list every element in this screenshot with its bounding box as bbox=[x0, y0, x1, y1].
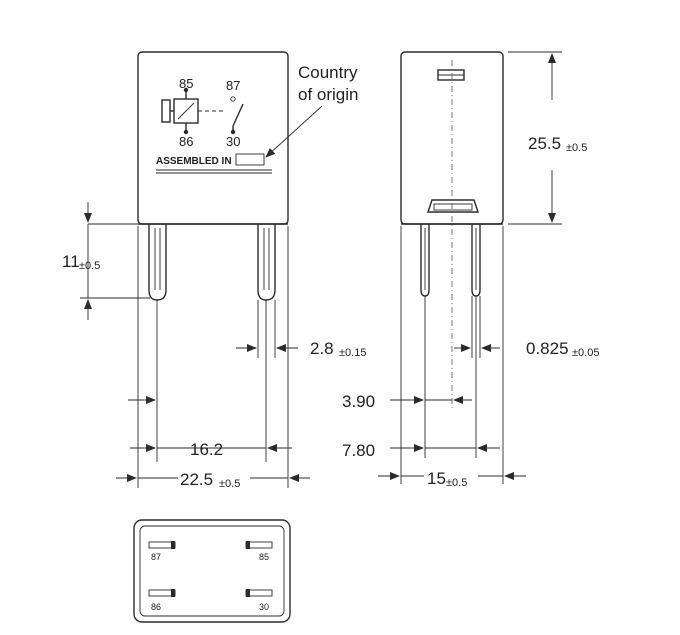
country-box bbox=[235, 153, 265, 166]
bottom-pin-85-label: 85 bbox=[259, 552, 269, 562]
country-leader bbox=[265, 105, 323, 158]
terminal-85-label: 85 bbox=[179, 76, 193, 91]
dim-height: 25.5 ±0.5 bbox=[508, 51, 587, 225]
dim-body-width-value: 22.5 bbox=[180, 470, 213, 489]
dim-depth-value: 15 bbox=[427, 469, 446, 488]
terminal-87-label: 87 bbox=[226, 78, 240, 93]
dim-height-value: 25.5 bbox=[528, 134, 561, 153]
dim-pin-width: 2.8 ±0.15 bbox=[236, 300, 366, 359]
front-body bbox=[137, 51, 289, 225]
bottom-pin-30-label: 30 bbox=[259, 602, 269, 612]
dim-pin-length-tol: ±0.5 bbox=[79, 260, 100, 272]
dim-pin-width-tol: ±0.15 bbox=[339, 347, 366, 359]
dim-pin-pitch: 16.2 bbox=[130, 440, 292, 459]
dim-body-width: 22.5 ±0.5 bbox=[116, 226, 310, 490]
bottom-pin-87-label: 87 bbox=[151, 552, 161, 562]
dim-pin-thickness-tol: ±0.05 bbox=[572, 347, 599, 359]
dim-depth-tol: ±0.5 bbox=[446, 477, 467, 489]
dim-pin-thickness-value: 0.825 bbox=[526, 339, 569, 358]
bottom-pin-86-label: 86 bbox=[151, 602, 161, 612]
front-pin-right bbox=[257, 224, 276, 301]
terminal-30-label: 30 bbox=[226, 134, 240, 149]
bottom-view: 87 85 86 30 bbox=[133, 519, 291, 623]
relay-schematic: 85 87 86 30 bbox=[161, 76, 244, 149]
front-view: 85 87 86 30 ASSEMBLED IN Country of orig… bbox=[137, 51, 358, 301]
front-pin-left bbox=[148, 224, 167, 301]
dim-offset-b: 7.80 bbox=[342, 441, 500, 460]
dim-body-width-tol: ±0.5 bbox=[219, 478, 240, 490]
dim-offset-b-value: 7.80 bbox=[342, 441, 375, 460]
side-view bbox=[400, 51, 504, 410]
dim-depth: 15 ±0.5 bbox=[378, 469, 526, 489]
dim-pin-width-value: 2.8 bbox=[310, 339, 334, 358]
dim-height-tol: ±0.5 bbox=[566, 142, 587, 154]
dim-pin-pitch-value: 16.2 bbox=[190, 440, 223, 459]
dim-offset-a-value: 3.90 bbox=[342, 392, 375, 411]
dim-pin-thickness: 0.825 ±0.05 bbox=[454, 296, 599, 359]
country-note-line1: Country bbox=[298, 63, 358, 82]
terminal-86-label: 86 bbox=[179, 134, 193, 149]
dim-pin-length-value: 11 bbox=[62, 252, 80, 271]
dim-pin-length: 11 ±0.5 bbox=[62, 202, 150, 320]
country-note-line2: of origin bbox=[298, 85, 358, 104]
assembled-in-label: ASSEMBLED IN bbox=[156, 156, 232, 167]
dim-offset-a: 3.90 bbox=[342, 392, 472, 411]
